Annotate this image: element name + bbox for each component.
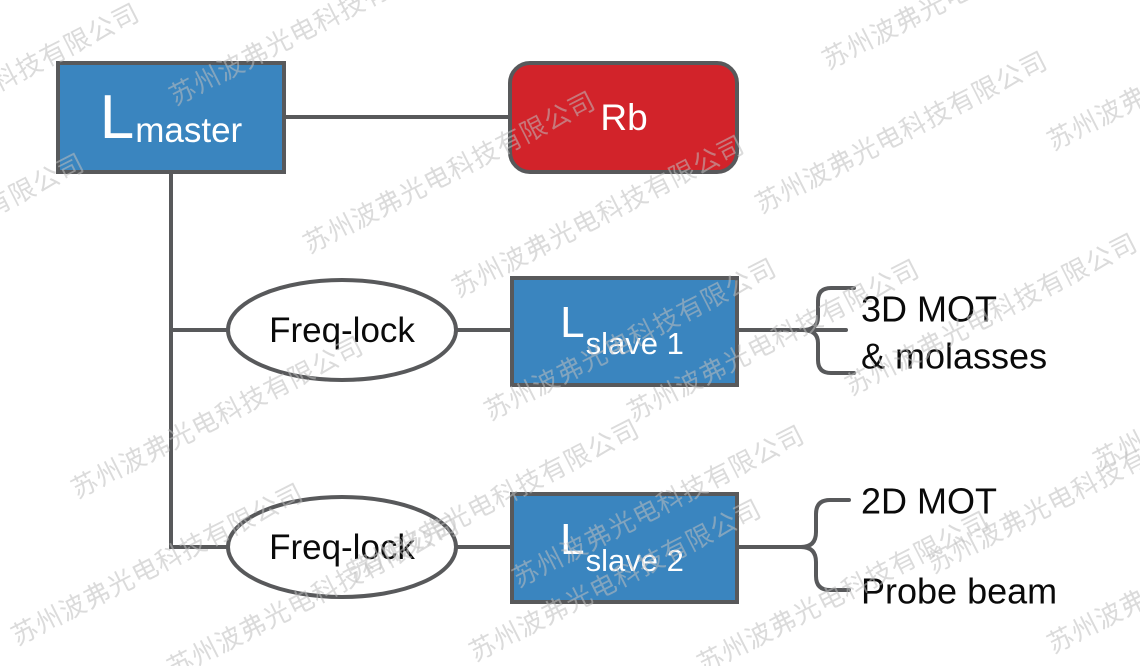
slave-laser-2-label: Lslave 2 [560, 515, 684, 578]
splitter-brace-slave2 [800, 498, 851, 592]
rb-reference-cell-label: Rb [600, 97, 647, 138]
master-laser-label: Lmaster [100, 83, 243, 152]
trunk-master-to-freqlock2 [169, 172, 229, 549]
slave-laser-1-label: Lslave 1 [560, 298, 684, 361]
output-molasses-label: & molasses [861, 336, 1047, 377]
master-laser-symbol: L [100, 83, 134, 152]
output-3d-mot-label: 3D MOT [861, 289, 997, 330]
master-laser-subscript: master [135, 111, 242, 150]
rb-reference-cell-box [508, 61, 739, 174]
freq-lock-2-ellipse [226, 495, 458, 599]
slave-laser-1-box [510, 276, 739, 387]
output-2d-mot-label: 2D MOT [861, 481, 997, 522]
slave-laser-2-symbol: L [560, 515, 584, 564]
slave-laser-1-subscript: slave 1 [586, 326, 684, 361]
freq-lock-1-label: Freq-lock [269, 311, 415, 350]
freq-lock-1-ellipse [226, 278, 458, 382]
master-laser-box [56, 61, 286, 174]
freq-lock-2-label: Freq-lock [269, 528, 415, 567]
output-probe-beam-label: Probe beam [861, 571, 1057, 612]
slave-laser-2-box [510, 492, 739, 604]
slave-laser-1-symbol: L [560, 298, 584, 347]
slave-laser-2-subscript: slave 2 [586, 543, 684, 578]
